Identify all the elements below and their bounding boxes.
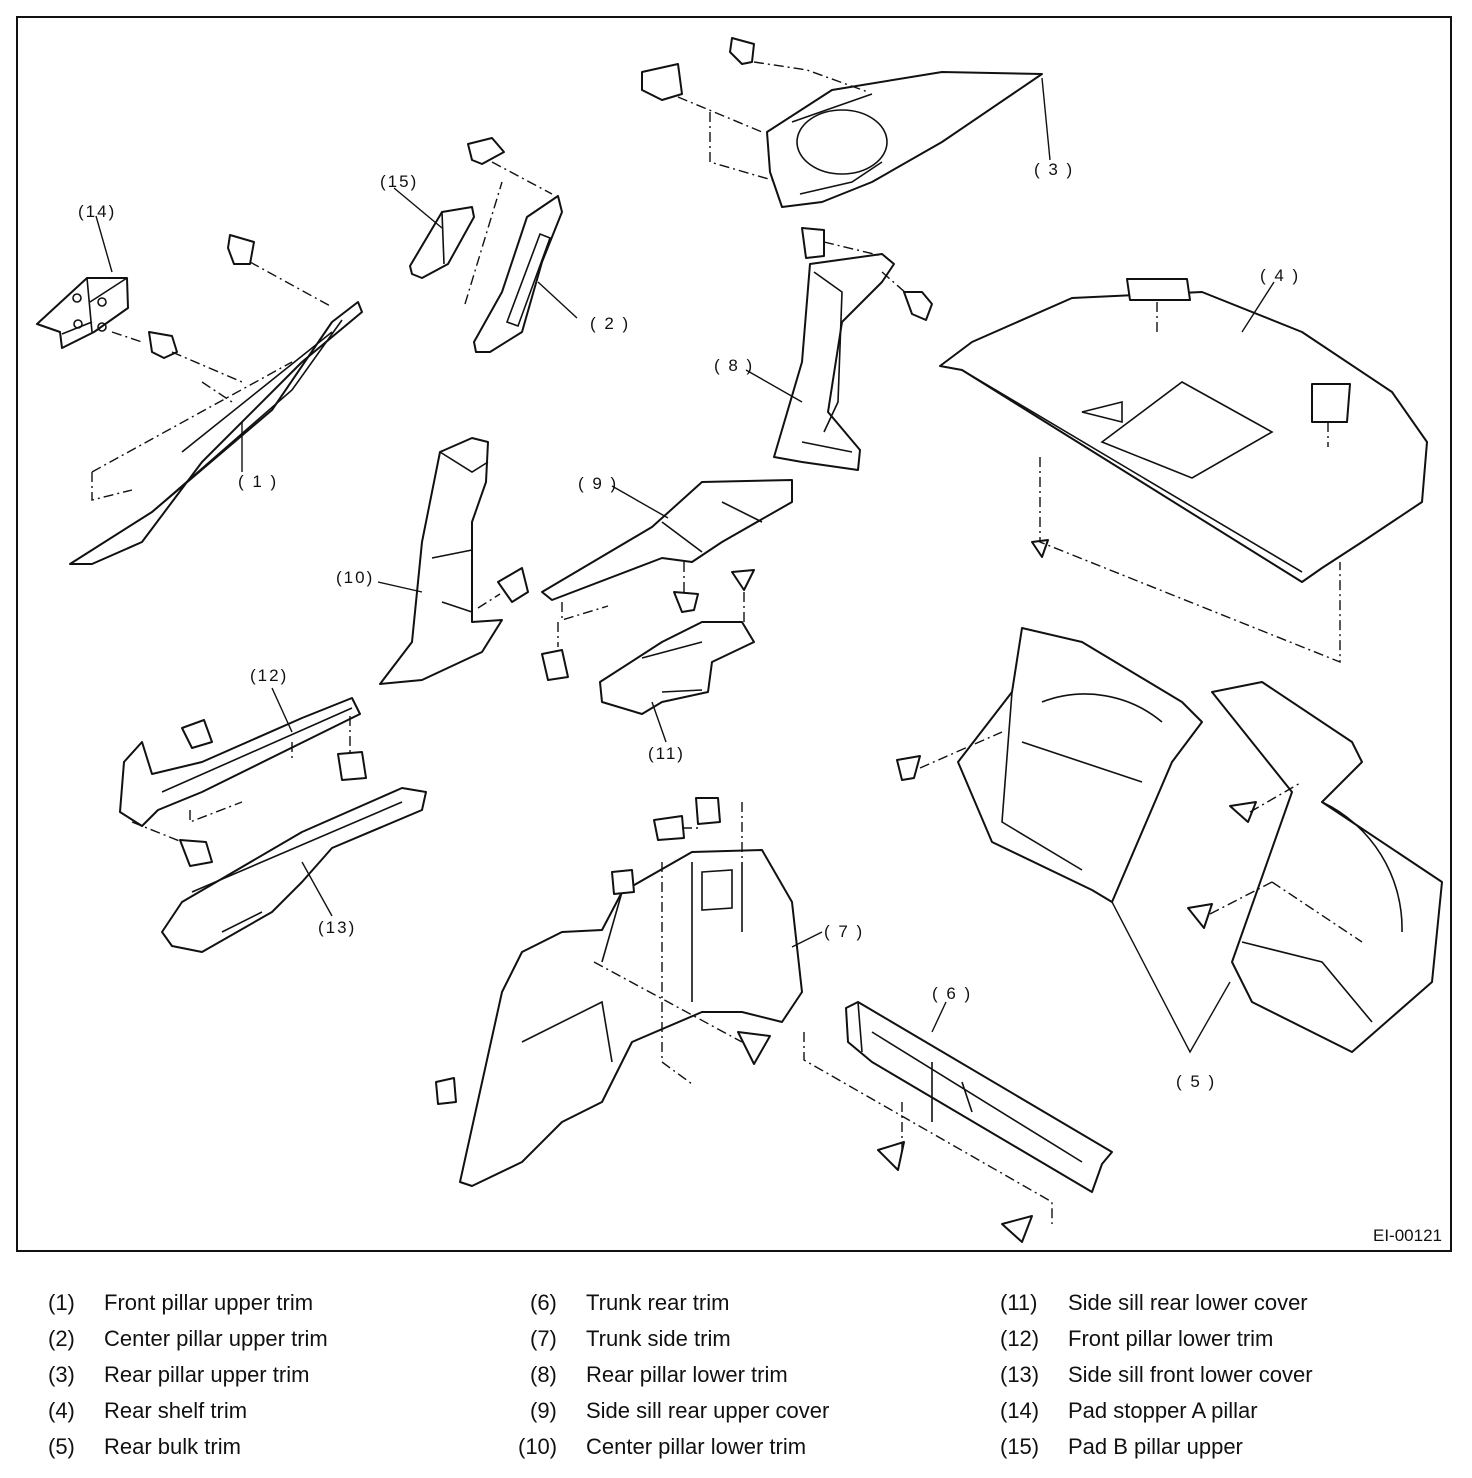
part-side-sill-rear-upper-cover [541,479,793,681]
legend-label: Front pillar lower trim [1068,1326,1274,1351]
legend-item: (8) Rear pillar lower trim [530,1362,788,1388]
legend-label: Rear pillar upper trim [104,1362,310,1387]
legend-item: (15) Pad B pillar upper [1000,1434,1243,1460]
part-side-sill-rear-lower-cover [599,621,755,715]
part-trunk-rear-trim [803,1001,1113,1243]
legend-item: (12) Front pillar lower trim [1000,1326,1273,1352]
legend-item: (2) Center pillar upper trim [48,1326,328,1352]
legend-number: (11) [1000,1290,1038,1315]
callout-4: ( 4 ) [1260,266,1301,285]
legend-label: Pad B pillar upper [1068,1434,1243,1459]
legend-number: (4) [48,1398,75,1423]
callout-10: (10) [336,568,375,587]
legend-item: (14) Pad stopper A pillar [1000,1398,1258,1424]
legend-number: (10) [518,1434,558,1459]
legend-item: (10) Center pillar lower trim [518,1434,806,1460]
callout-14: (14) [78,202,117,221]
figure-id: EI-00121 [1373,1226,1442,1245]
part-pad-b-pillar-upper [409,206,475,279]
legend-label: Rear bulk trim [104,1434,241,1459]
part-rear-pillar-upper-trim [641,37,1043,208]
legend-label: Rear pillar lower trim [586,1362,788,1387]
part-pad-stopper-a-pillar [36,277,129,349]
legend-item: (4) Rear shelf trim [48,1398,247,1424]
callout-8: ( 8 ) [714,356,755,375]
exploded-parts-diagram: ( 1 ) ( 2 ) ( 3 ) ( 4 ) ( 5 ) ( 6 ) ( 7 … [16,16,1452,1252]
legend-label: Rear shelf trim [104,1398,248,1423]
callout-13: (13) [318,918,357,937]
legend-number: (15) [1000,1434,1040,1459]
legend-number: (9) [530,1398,557,1423]
legend-item: (5) Rear bulk trim [48,1434,241,1460]
part-rear-pillar-lower-trim [773,227,933,471]
legend-number: (1) [48,1290,75,1315]
part-side-sill-front-lower-cover [161,787,427,953]
legend-item: (11) Side sill rear lower cover [1000,1290,1308,1316]
legend-label: Side sill rear lower cover [1068,1290,1308,1315]
callout-7: ( 7 ) [824,922,865,941]
part-center-pillar-upper-trim [464,137,563,353]
legend-label: Pad stopper A pillar [1068,1398,1258,1423]
legend-item: (6) Trunk rear trim [530,1290,729,1316]
parts-drawing [36,37,1443,1243]
legend-label: Side sill front lower cover [1068,1362,1313,1387]
legend-item: (3) Rear pillar upper trim [48,1362,309,1388]
legend-number: (7) [530,1326,557,1351]
legend-label: Center pillar lower trim [586,1434,807,1459]
callout-9: ( 9 ) [578,474,619,493]
callout-15: (15) [380,172,419,191]
callout-6: ( 6 ) [932,984,973,1003]
legend-number: (14) [1000,1398,1040,1423]
legend-label: Center pillar upper trim [104,1326,328,1351]
part-rear-bulk-trim [896,627,1443,1054]
part-rear-shelf-trim [939,278,1428,664]
callout-3: ( 3 ) [1034,160,1075,179]
part-trunk-side-trim [435,797,803,1187]
legend-number: (13) [1000,1362,1040,1387]
legend-number: (3) [48,1362,75,1387]
legend-item: (7) Trunk side trim [530,1326,731,1352]
legend-number: (2) [48,1326,75,1351]
callout-5: ( 5 ) [1176,1072,1217,1091]
legend-number: (6) [530,1290,557,1315]
callout-12: (12) [250,666,289,685]
parts-legend: (1) Front pillar upper trim (2) Center pil… [0,1290,1472,1470]
legend-number: (8) [530,1362,557,1387]
legend-item: (1) Front pillar upper trim [48,1290,313,1316]
legend-number: (5) [48,1434,75,1459]
part-front-pillar-upper-trim [69,234,363,565]
legend-item: (9) Side sill rear upper cover [530,1398,829,1424]
legend-item: (13) Side sill front lower cover [1000,1362,1313,1388]
legend-label: Trunk rear trim [586,1290,730,1315]
part-front-pillar-lower-trim [119,697,367,867]
callout-1: ( 1 ) [238,472,279,491]
leader-lines [95,77,1275,1033]
callout-11: (11) [648,744,685,763]
legend-label: Side sill rear upper cover [586,1398,830,1423]
callout-2: ( 2 ) [590,314,631,333]
legend-number: (12) [1000,1326,1040,1351]
part-center-pillar-lower-trim [379,437,529,685]
legend-label: Trunk side trim [586,1326,731,1351]
legend-label: Front pillar upper trim [104,1290,314,1315]
